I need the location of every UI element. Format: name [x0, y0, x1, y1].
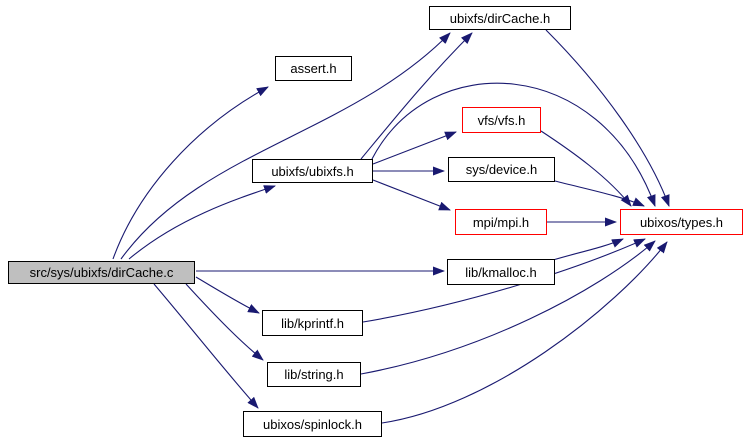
node-types_h[interactable]: ubixos/types.h	[620, 209, 743, 235]
node-spinlock_h[interactable]: ubixos/spinlock.h	[243, 411, 382, 437]
node-device_h[interactable]: sys/device.h	[448, 157, 555, 182]
edge-dircache_c-to-spinlock_h	[153, 283, 259, 409]
edge-dircache_c-to-kprintf_h	[195, 276, 260, 314]
edge-string_h-to-types_h	[360, 240, 656, 375]
node-kmalloc_h[interactable]: lib/kmalloc.h	[447, 259, 555, 285]
edge-ubixfs_h-to-types_h	[371, 82, 656, 207]
edge-vfs_h-to-types_h	[540, 130, 632, 207]
edge-device_h-to-types_h	[554, 180, 645, 207]
edge-dircache_c-to-ubixfs_h	[128, 185, 276, 260]
edge-dircache_c-to-assert_h	[112, 86, 269, 260]
node-kprintf_h[interactable]: lib/kprintf.h	[262, 310, 363, 336]
node-dircache_c: src/sys/ubixfs/dirCache.c	[8, 261, 195, 284]
edge-dircache_c-to-string_h	[185, 283, 264, 361]
node-dircache_h[interactable]: ubixfs/dirCache.h	[429, 6, 571, 30]
edge-ubixfs_h-to-mpi_h	[372, 179, 451, 211]
node-string_h[interactable]: lib/string.h	[267, 362, 361, 387]
edge-spinlock_h-to-types_h	[381, 241, 668, 424]
edge-dircache_c-to-dircache_h	[120, 32, 451, 260]
edge-dircache_h-to-types_h	[545, 29, 670, 207]
node-mpi_h[interactable]: mpi/mpi.h	[455, 209, 547, 235]
node-assert_h[interactable]: assert.h	[275, 56, 352, 81]
edge-ubixfs_h-to-dircache_h	[360, 32, 473, 160]
edge-ubixfs_h-to-vfs_h	[372, 131, 457, 165]
node-ubixfs_h[interactable]: ubixfs/ubixfs.h	[252, 159, 373, 183]
node-vfs_h[interactable]: vfs/vfs.h	[462, 107, 541, 133]
edge-kmalloc_h-to-types_h	[552, 238, 624, 261]
